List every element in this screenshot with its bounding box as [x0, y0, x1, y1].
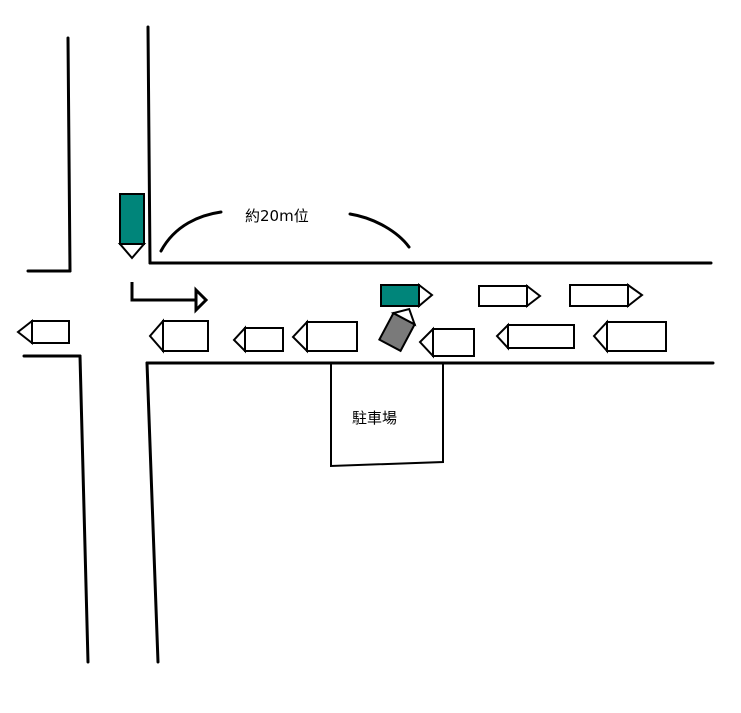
car-leftbound-4: [291, 319, 358, 354]
car-body: [31, 320, 70, 344]
vehicles: [16, 193, 667, 359]
car-turning-into-lot: [380, 282, 434, 309]
car-exiting-lot: [378, 307, 417, 353]
car-nose: [418, 282, 434, 309]
car-body: [306, 321, 358, 352]
car-waiting-side-road: [117, 193, 147, 260]
distance-arc-right: [348, 212, 411, 249]
car-nose: [117, 243, 147, 260]
car-body: [569, 284, 629, 307]
car-body: [507, 324, 575, 349]
car-leftbound-3: [232, 325, 284, 354]
car-nose: [390, 307, 417, 327]
car-leftbound-5: [418, 326, 475, 359]
car-nose: [418, 326, 434, 359]
distance-label: 約20m位: [245, 207, 309, 225]
car-body: [244, 327, 284, 352]
car-nose: [627, 283, 644, 309]
car-rightbound-2: [478, 283, 542, 309]
car-body: [606, 321, 667, 352]
car-nose: [148, 318, 164, 354]
car-nose: [16, 318, 33, 346]
car-body: [119, 193, 145, 245]
car-nose: [291, 319, 308, 354]
right-turn-arrow: [130, 282, 209, 314]
car-body: [380, 284, 420, 307]
car-body: [432, 328, 475, 357]
side-road-left-edge-south: [78, 354, 90, 664]
car-leftbound-7: [592, 319, 667, 354]
car-body: [478, 285, 528, 307]
car-body: [162, 320, 209, 352]
side-road-right-edge-north: [146, 25, 152, 265]
car-leftbound-1: [16, 318, 70, 346]
road-edges: [22, 25, 715, 664]
car-nose: [495, 322, 509, 351]
car-leftbound-2: [148, 318, 209, 354]
parking-lot: 駐車場: [330, 363, 444, 468]
car-leftbound-6: [495, 322, 575, 351]
parking-lot-outline: [330, 363, 444, 468]
car-nose: [526, 283, 542, 309]
parking-label: 駐車場: [352, 409, 397, 427]
car-rightbound-3: [569, 283, 644, 309]
car-nose: [592, 319, 608, 354]
side-road-left-edge-north: [66, 36, 72, 273]
distance-arc-left: [159, 210, 223, 253]
side-road-right-edge-south: [145, 361, 160, 664]
car-nose: [232, 325, 246, 354]
